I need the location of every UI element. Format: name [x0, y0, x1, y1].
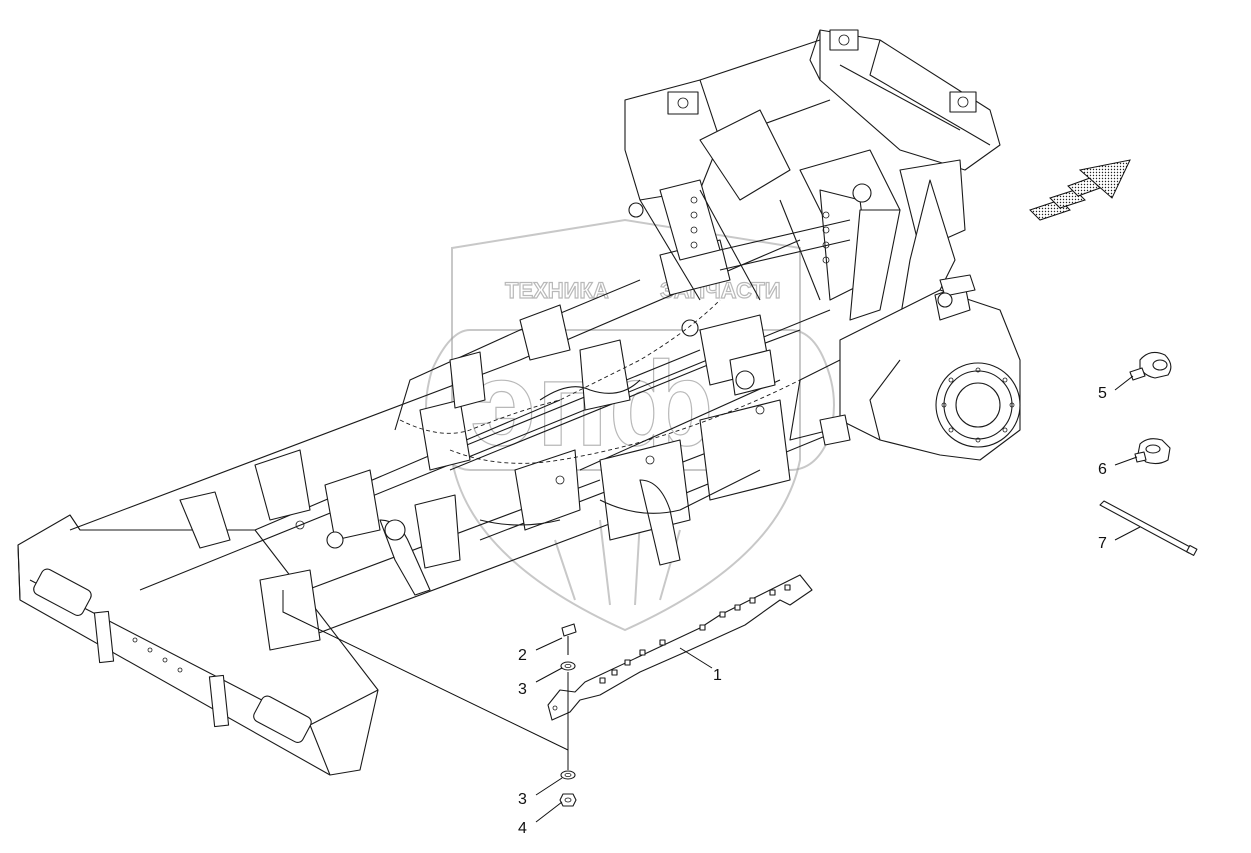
- part-5-clamp: [1129, 351, 1172, 381]
- front-bumper: [17, 514, 379, 776]
- callout-labels: 1 2 3 3 4 5 6 7: [518, 385, 1107, 837]
- callout-4: 4: [518, 820, 527, 837]
- forward-direction-arrow-icon: [1029, 159, 1131, 221]
- watermark-left-word: ТЕХНИКА: [505, 278, 609, 303]
- callout-5: 5: [1098, 385, 1107, 402]
- callout-3-lower: 3: [518, 791, 527, 808]
- wiring-harness: [399, 299, 801, 526]
- callout-7: 7: [1098, 535, 1107, 552]
- callout-2: 2: [518, 647, 527, 664]
- axle-housing: [789, 274, 1021, 461]
- rear-subframe: [624, 29, 1001, 331]
- part-6-clamp: [1134, 438, 1171, 465]
- callout-6: 6: [1098, 461, 1107, 478]
- part-1-plate: [547, 574, 813, 721]
- fasteners: [282, 590, 577, 807]
- callout-1: 1: [713, 667, 722, 684]
- part-7-cable-tie: [1099, 500, 1198, 556]
- crossmembers: [179, 239, 791, 651]
- callout-3-upper: 3: [518, 681, 527, 698]
- callout-leaders: [535, 375, 1141, 823]
